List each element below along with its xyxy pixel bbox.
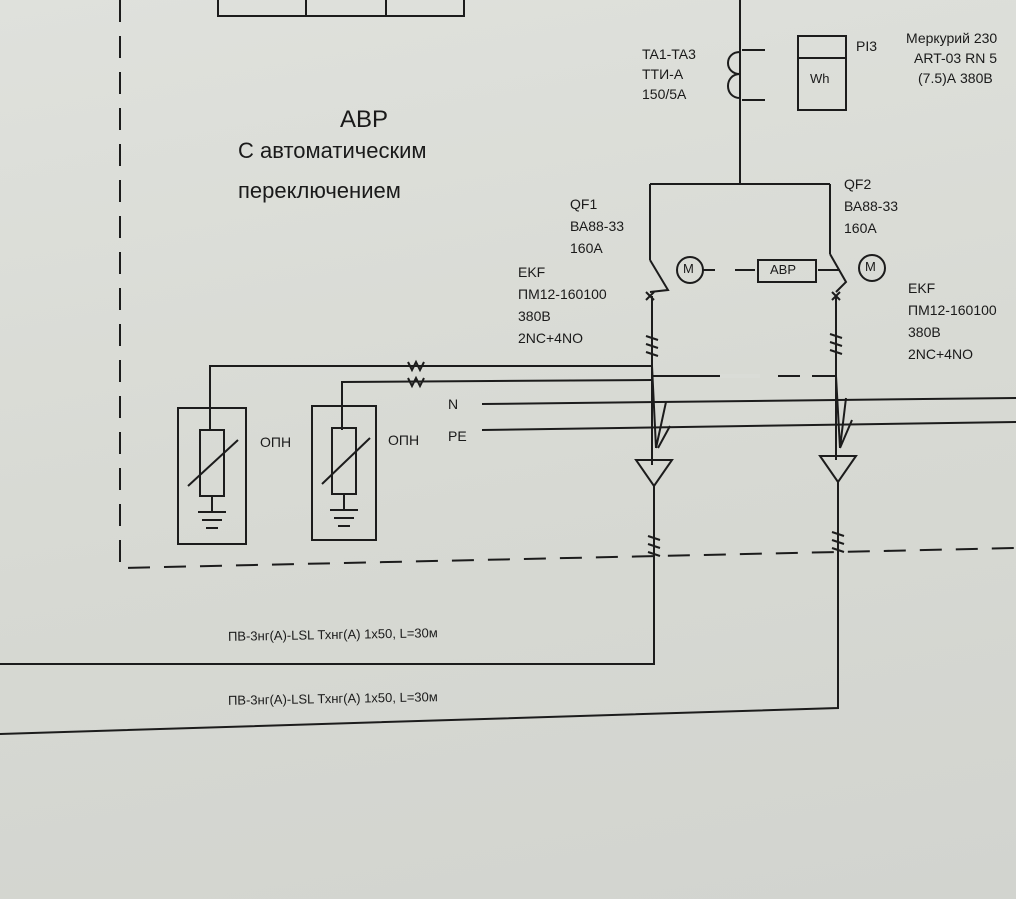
avr-box-label: АВР xyxy=(770,262,797,277)
opn2-varistor xyxy=(321,437,371,485)
opn2-label: ОПН xyxy=(388,432,420,448)
ct-coil xyxy=(727,51,741,99)
qf1-blade xyxy=(649,259,670,293)
top-table-fragment xyxy=(217,0,465,17)
fuse-mark-1 xyxy=(407,359,425,373)
right-lower-ticks xyxy=(831,531,845,553)
qf1-cross xyxy=(645,291,655,301)
opn2-box xyxy=(311,405,377,541)
meter-symbol: Wh xyxy=(810,71,830,86)
right-lower xyxy=(0,482,839,735)
block-subtitle-line1: С автоматическим xyxy=(238,138,427,163)
fuse-mark-2 xyxy=(407,375,425,389)
qf1-line3: 160А xyxy=(570,240,603,257)
block-title: АВР xyxy=(340,106,389,133)
opn1-varistor xyxy=(187,439,239,487)
meter-desc-line1: Меркурий 230 xyxy=(906,30,998,46)
contactor-left-label: EKF ПМ12-160100 380В 2NC+4NO xyxy=(518,264,607,346)
contactor-left-line3: 380В xyxy=(518,308,551,325)
opn1-box xyxy=(177,407,247,545)
contactor-right-line2: ПМ12-160100 xyxy=(908,302,997,319)
block-subtitle-line2: переключением xyxy=(238,178,401,203)
bus-pe-label: PE xyxy=(448,428,467,444)
qf2-cross xyxy=(831,291,841,301)
contactor-right-label: EKF ПМ12-160100 380В 2NC+4NO xyxy=(908,280,997,362)
contactor-right-line1: EKF xyxy=(908,280,936,296)
left-branches xyxy=(651,365,671,449)
qf2-line1: QF2 xyxy=(844,176,872,192)
qf2-line2: ВА88-33 xyxy=(844,198,899,215)
right-contactor-ticks xyxy=(829,333,843,355)
contactor-left-line2: ПМ12-160100 xyxy=(518,286,607,303)
meter-box xyxy=(797,35,847,111)
ct-leads xyxy=(742,49,765,101)
qf2-motor-symbol: M xyxy=(865,259,876,274)
qf2-motor xyxy=(858,254,886,282)
contactor-right-line3: 380В xyxy=(908,324,941,341)
opn1-ground xyxy=(198,496,226,529)
qf1-motor-symbol: M xyxy=(683,261,694,276)
n-bus xyxy=(481,397,1016,405)
qf1-line2: ВА88-33 xyxy=(570,218,625,235)
ct-label-line2: ТТИ-А xyxy=(642,66,684,83)
ct-label: TA1-TA3 ТТИ-А 150/5A xyxy=(642,46,696,102)
opn2-wire xyxy=(341,379,653,430)
ct-label-line3: 150/5A xyxy=(642,86,687,103)
qf1-label: QF1 ВА88-33 160А xyxy=(570,196,624,256)
opn2-element xyxy=(331,427,357,495)
opn2-ground xyxy=(330,494,358,527)
opn1-wire xyxy=(209,365,652,430)
left-lower-ticks xyxy=(647,535,661,557)
bus-n-label: N xyxy=(448,396,459,412)
abp-enclosure-dashed xyxy=(119,0,1016,570)
left-contactor-ticks xyxy=(645,335,659,357)
contactor-left-line1: EKF xyxy=(518,264,546,280)
meter-desc-line2: ART-03 RN 5 xyxy=(914,50,997,67)
ct-label-line1: TA1-TA3 xyxy=(642,46,696,62)
qf2-blade xyxy=(829,253,848,293)
contactor-left-line4: 2NC+4NO xyxy=(518,330,583,347)
right-terminal xyxy=(818,455,858,484)
contactor-right-line4: 2NC+4NO xyxy=(908,346,973,363)
pe-bus xyxy=(481,421,1016,431)
qf2-label: QF2 ВА88-33 160А xyxy=(844,176,898,236)
qf2-line3: 160А xyxy=(844,220,877,237)
meter-desc: Меркурий 230 ART-03 RN 5 (7.5)А 380В xyxy=(906,30,997,86)
avr-box-rect xyxy=(757,259,817,283)
left-terminal xyxy=(634,459,674,488)
meter-desc-line3: (7.5)А 380В xyxy=(918,70,993,87)
qf1-line1: QF1 xyxy=(570,196,598,212)
right-branches xyxy=(835,375,853,449)
meter-tag: PI3 xyxy=(856,38,878,54)
opn1-label: ОПН xyxy=(260,434,292,450)
